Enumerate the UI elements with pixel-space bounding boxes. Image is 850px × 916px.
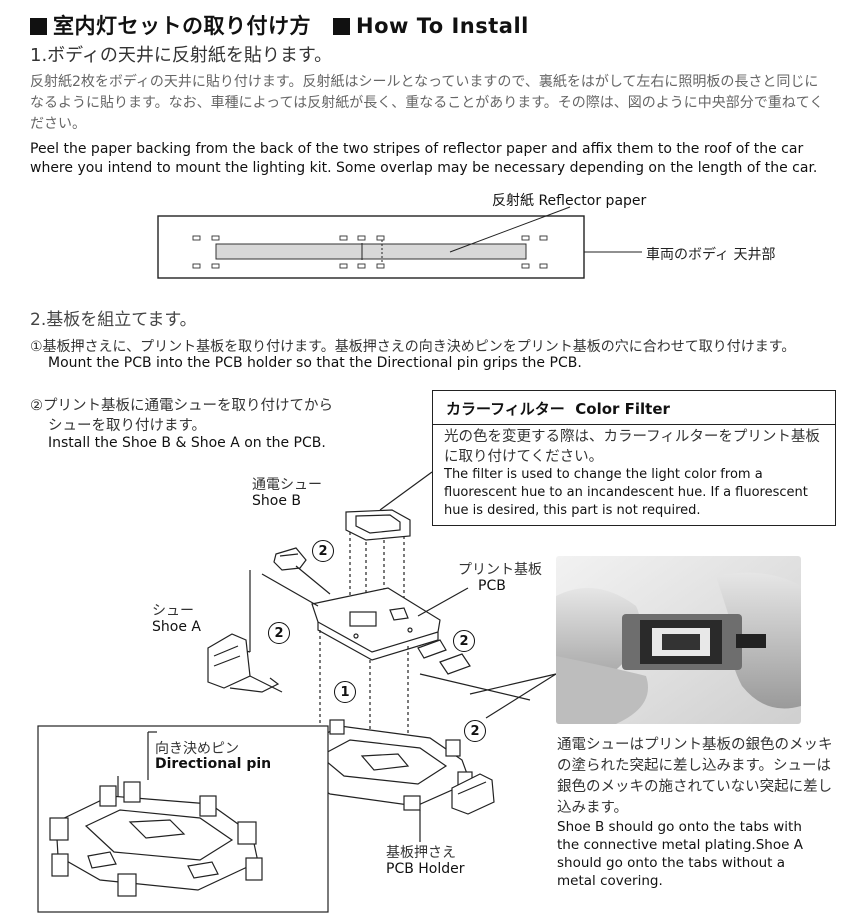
page-title: 室内灯セットの取り付け方 How To Install xyxy=(30,10,529,40)
color-filter-box xyxy=(432,390,836,526)
color-filter-en-text: The filter is used to change the light c… xyxy=(444,467,808,518)
bullet-square-icon xyxy=(30,18,47,35)
bullet-square-icon xyxy=(333,18,350,35)
color-filter-jp-text: 光の色を変更する際は、カラーフィルターをプリント基板に取り付けてください。 xyxy=(444,429,820,465)
directional-pin-label-en: Directional pin xyxy=(155,756,272,772)
color-filter-title: カラーフィルター Color Filter xyxy=(446,398,670,419)
assembly-illustration xyxy=(37,471,557,913)
step-circle-2: 2 xyxy=(453,630,475,652)
step-circle-2: 2 xyxy=(312,540,334,562)
color-filter-title-en: Color Filter xyxy=(575,400,670,418)
divider xyxy=(433,424,835,425)
step-circle-2: 2 xyxy=(464,720,486,742)
reflector-leader-line xyxy=(449,206,571,253)
step2-item1-jp: ①基板押さえに、プリント基板を取り付けます。基板押さえの向き決めピンをプリント基… xyxy=(30,339,796,355)
reflector-diagram xyxy=(157,206,642,279)
title-en: How To Install xyxy=(356,14,529,38)
shoe-note-jp: 通電シューはプリント基板の銀色のメッキの塗られた突起に差し込みます。シューは銀色… xyxy=(557,737,833,816)
car-body-roof-label: 車両のボディ 天井部 xyxy=(646,247,776,263)
shoe-b-label-en: Shoe B xyxy=(252,493,301,509)
step1-jp-text: 反射紙2枚をボディの天井に貼り付けます。反射紙はシールとなっていますので、裏紙を… xyxy=(30,74,824,132)
step1-en-text: Peel the paper backing from the back of … xyxy=(30,141,818,176)
pcb-label-en: PCB xyxy=(478,578,506,594)
title-jp: 室内灯セットの取り付け方 xyxy=(53,14,311,38)
reflector-paper-label: 反射紙 Reflector paper xyxy=(492,193,647,209)
directional-pin-label-jp: 向き決めピン xyxy=(155,741,239,757)
photo-illustration xyxy=(556,556,801,724)
shoe-note-en: Shoe B should go onto the tabs with the … xyxy=(557,819,803,889)
reflector-strip xyxy=(215,243,527,260)
step2-item1-en: Mount the PCB into the PCB holder so tha… xyxy=(48,355,582,371)
step2-item2-jp-line1: ②プリント基板に通電シューを取り付けてから xyxy=(30,398,333,414)
step2-item2-jp: ②プリント基板に通電シューを取り付けてから シューを取り付けます。 xyxy=(30,396,333,436)
step1-heading: 1.ボディの天井に反射紙を貼ります。 xyxy=(30,45,333,66)
pcb-holder-label-jp: 基板押さえ xyxy=(386,845,456,861)
pcb-holder-label-en: PCB Holder xyxy=(386,861,465,877)
step2-item2-jp-line2: シューを取り付けます。 xyxy=(48,418,207,434)
step-circle-1: 1 xyxy=(334,681,356,703)
step2-item2-en: Install the Shoe B & Shoe A on the PCB. xyxy=(48,435,326,451)
step2-heading: 2.基板を組立てます。 xyxy=(30,310,197,330)
step-circle-2: 2 xyxy=(268,622,290,644)
pcb-label-jp: プリント基板 xyxy=(458,562,542,578)
color-filter-title-jp: カラーフィルター xyxy=(446,400,565,418)
hand-holding-pcb-photo xyxy=(556,556,801,724)
shoe-a-label-jp: シュー xyxy=(152,603,194,619)
shoe-b-label-jp: 通電シュー xyxy=(252,477,322,493)
shoe-a-label-en: Shoe A xyxy=(152,619,201,635)
